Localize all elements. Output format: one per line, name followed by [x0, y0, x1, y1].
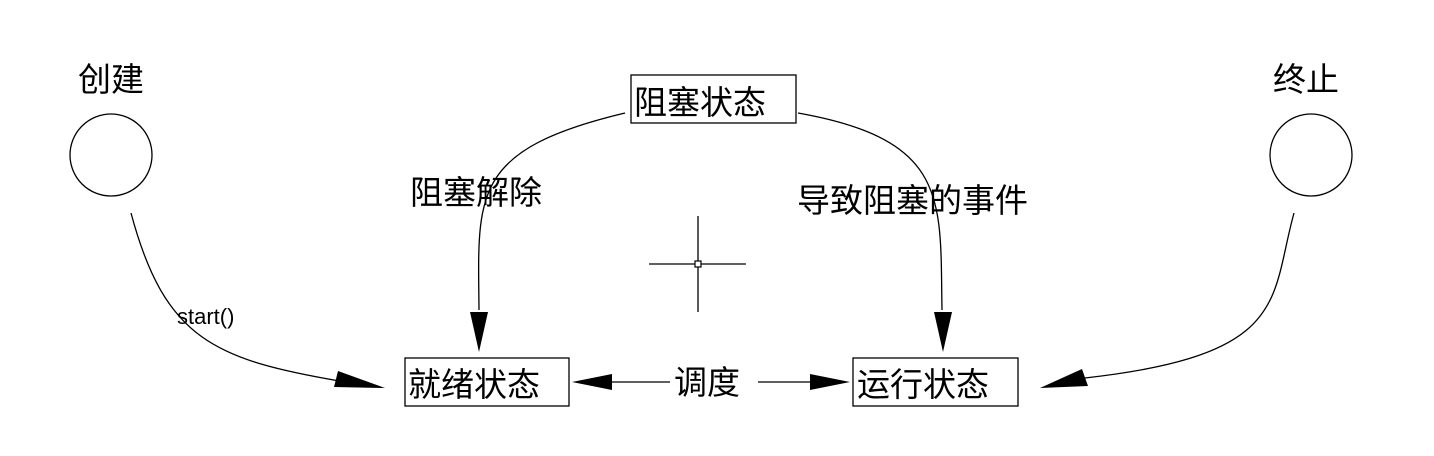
- blocked-state-box: [630, 74, 797, 124]
- create-to-ready-arrowhead: [334, 371, 385, 388]
- schedule-label: 调度: [674, 363, 740, 402]
- terminate-node: [1269, 113, 1353, 197]
- create-to-ready-edge: [130, 212, 346, 383]
- create-node: [69, 113, 153, 197]
- schedule-right-arrowhead: [810, 374, 850, 390]
- ready-state-label: 就绪状态: [408, 365, 540, 404]
- create-label: 创建: [78, 60, 144, 99]
- blocked-state-label: 阻塞状态: [634, 83, 766, 122]
- unblock-label: 阻塞解除: [410, 173, 542, 212]
- block-event-edge: [797, 112, 943, 311]
- running-state-label: 运行状态: [857, 365, 989, 404]
- to-terminate-edge: [1084, 212, 1295, 379]
- crosshair-cursor-icon: [649, 216, 746, 312]
- schedule-left-arrowhead: [572, 374, 612, 390]
- start-label: start(): [177, 304, 234, 329]
- unblock-arrowhead: [470, 312, 488, 352]
- ready-state-box: [404, 357, 570, 407]
- unblock-edge: [477, 112, 626, 311]
- to-terminate-arrowhead: [1040, 369, 1088, 388]
- terminate-label: 终止: [1273, 60, 1339, 99]
- block-event-arrowhead: [934, 312, 952, 352]
- running-state-box: [852, 357, 1019, 407]
- block-event-label: 导致阻塞的事件: [797, 181, 1028, 220]
